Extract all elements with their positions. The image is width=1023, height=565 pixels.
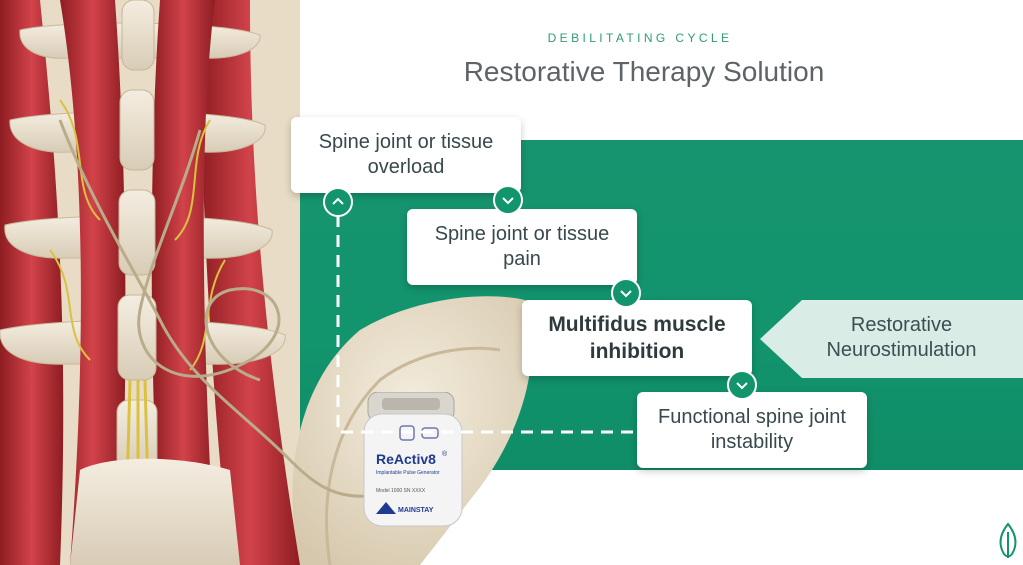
chevron-up-icon [323,187,353,217]
chevron-down-icon [727,370,757,400]
intervention-line-1: Restorative [850,314,953,336]
device-model: Model 1000 SN XXXX [376,488,426,494]
leaf-logo-icon [999,522,1017,558]
step-instability-line-1: Functional spine joint [658,406,846,428]
spine-anatomy-illustration [0,0,532,565]
page-title: Restorative Therapy Solution [463,56,825,87]
intervention-line-2: Neurostimulation [826,339,977,361]
step-pain-line-1: Spine joint or tissue [434,223,610,245]
intervention-arrow [760,300,1023,378]
device-maker: MAINSTAY [398,507,434,514]
section-label: DEBILITATING CYCLE [547,31,733,45]
step-pain-line-2: pain [503,248,541,270]
intervention-label: Restorative Neurostimulation [800,313,1003,363]
step-inhibition-line-2: inhibition [589,340,685,363]
chevron-down-icon [611,278,641,308]
step-instability-line-2: instability [710,431,794,453]
step-overload-card: Spine joint or tissue overload [291,117,521,193]
chevron-down-icon [493,185,523,215]
step-instability-card: Functional spine joint instability [637,392,867,468]
step-overload-line-2: overload [367,156,445,178]
device-registered-mark: ® [442,450,448,458]
device-brand: ReActiv8 [376,451,436,467]
step-pain-card: Spine joint or tissue pain [407,209,637,285]
step-overload-line-1: Spine joint or tissue [318,131,494,153]
step-inhibition-card: Multifidus muscle inhibition [522,300,752,376]
step-inhibition-line-1: Multifidus muscle [548,313,726,336]
device-subtitle: Implantable Pulse Generator [376,470,440,476]
implant-device: ReActiv8 ® Implantable Pulse Generator M… [363,392,463,527]
